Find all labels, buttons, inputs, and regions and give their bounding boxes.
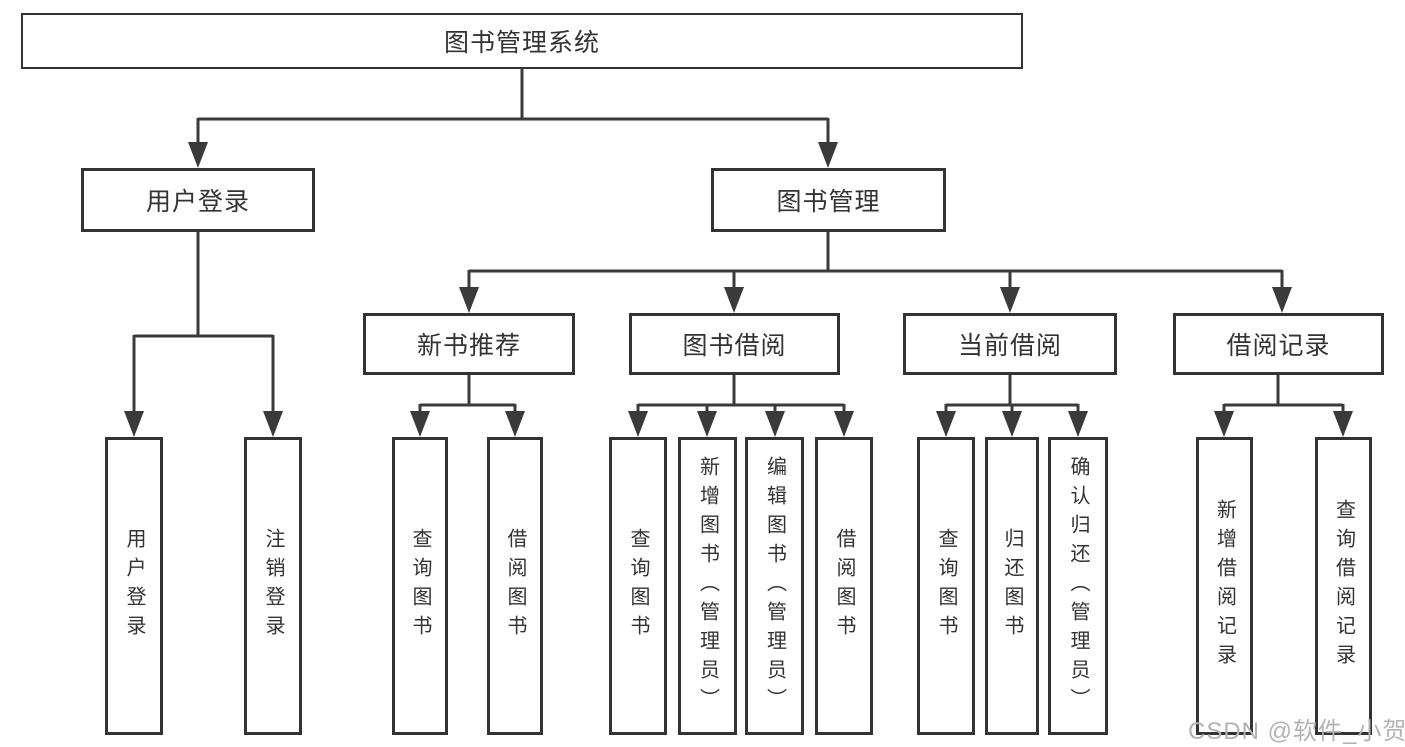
node-label: 借阅记录 (1226, 332, 1331, 360)
node-label: 查询图书 (627, 528, 649, 644)
leaf-add-borrow-record: 新增借阅记录 (1196, 437, 1253, 735)
node-label: 图书借阅 (682, 332, 787, 360)
leaf-borrow-books-recommend: 借阅图书 (487, 437, 543, 735)
node-user-login: 用户登录 (81, 168, 315, 232)
node-book-borrowing: 图书借阅 (629, 313, 840, 375)
leaf-query-books-current: 查询图书 (917, 437, 975, 735)
leaf-query-books: 查询图书 (609, 437, 667, 735)
leaf-return-books: 归还图书 (985, 437, 1039, 735)
leaf-query-books-recommend: 查询图书 (392, 437, 448, 735)
node-label: 查询借阅记录 (1332, 499, 1355, 673)
node-label: 用户登录 (123, 528, 145, 644)
node-new-book-recommend: 新书推荐 (363, 313, 575, 375)
node-current-borrowing: 当前借阅 (903, 313, 1117, 375)
node-book-management: 图书管理 (711, 168, 946, 232)
node-label: 注销登录 (262, 528, 284, 644)
node-label: 图书管理系统 (443, 29, 600, 57)
leaf-edit-books-admin: 编辑图书（管理员） (745, 437, 804, 735)
node-label: 编辑图书（管理员） (763, 455, 786, 717)
node-label: 归还图书 (1001, 528, 1023, 644)
node-label: 图书管理 (776, 188, 881, 216)
node-label: 当前借阅 (957, 332, 1062, 360)
node-label: 用户登录 (145, 188, 250, 216)
leaf-query-borrow-record: 查询借阅记录 (1315, 437, 1372, 735)
node-label: 新增图书（管理员） (696, 455, 719, 717)
leaf-borrow-books: 借阅图书 (815, 437, 873, 735)
leaf-add-books-admin: 新增图书（管理员） (678, 437, 737, 735)
leaf-logout: 注销登录 (244, 437, 302, 735)
node-label: 新书推荐 (416, 332, 521, 360)
node-label: 借阅图书 (833, 528, 855, 644)
node-label: 确认归还（管理员） (1067, 455, 1089, 717)
node-root-system: 图书管理系统 (21, 13, 1023, 69)
node-label: 新增借阅记录 (1213, 499, 1236, 673)
csdn-watermark: CSDN @软件_小贺同学 (1188, 718, 1405, 745)
leaf-confirm-return-admin: 确认归还（管理员） (1048, 437, 1108, 735)
node-label: 借阅图书 (504, 528, 526, 644)
leaf-user-login: 用户登录 (105, 437, 163, 735)
node-label: 查询图书 (409, 528, 431, 644)
node-borrowing-records: 借阅记录 (1173, 313, 1384, 375)
node-label: 查询图书 (935, 528, 957, 644)
